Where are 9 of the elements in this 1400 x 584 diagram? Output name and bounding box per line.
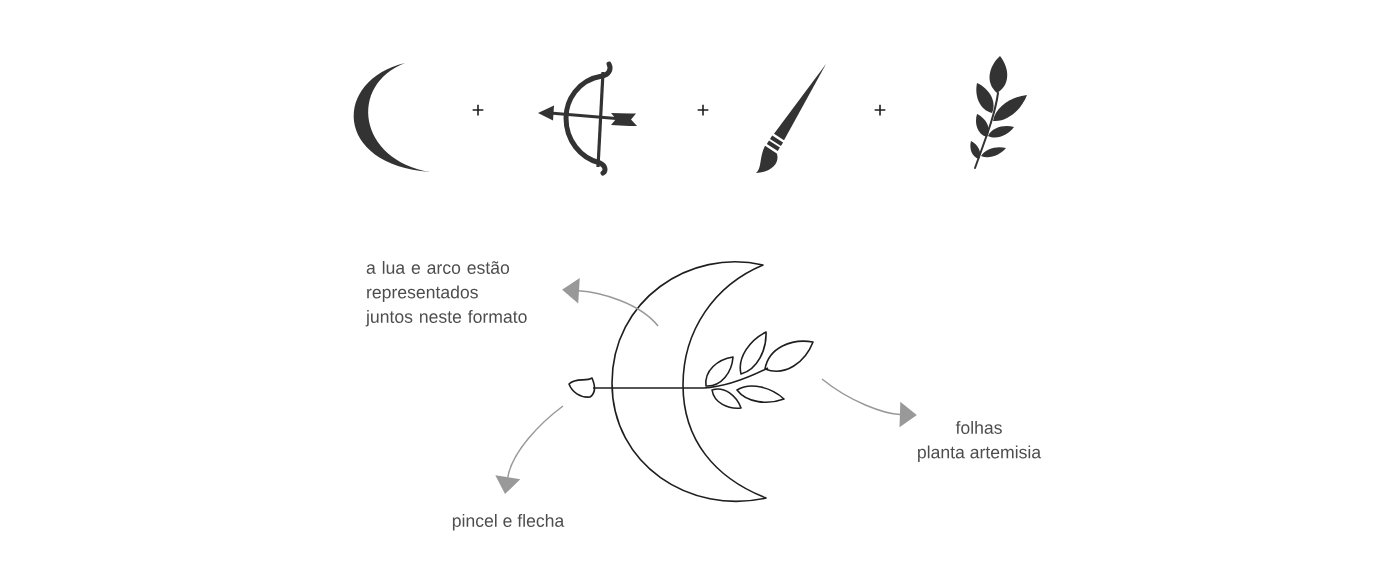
annotation-text: pincel e flecha [452,514,565,531]
annotation-text: folhas planta artemisia [918,421,1042,462]
crescent-moon-drawing [568,261,814,502]
plus-sign: + [874,104,886,116]
curved-arrow [495,405,564,494]
plus-sign: + [697,104,709,116]
plus-sign: + [472,104,484,116]
annotation-text: a lua e arco estão representados juntos neste formato [365,261,527,327]
curved-arrow [562,278,659,327]
